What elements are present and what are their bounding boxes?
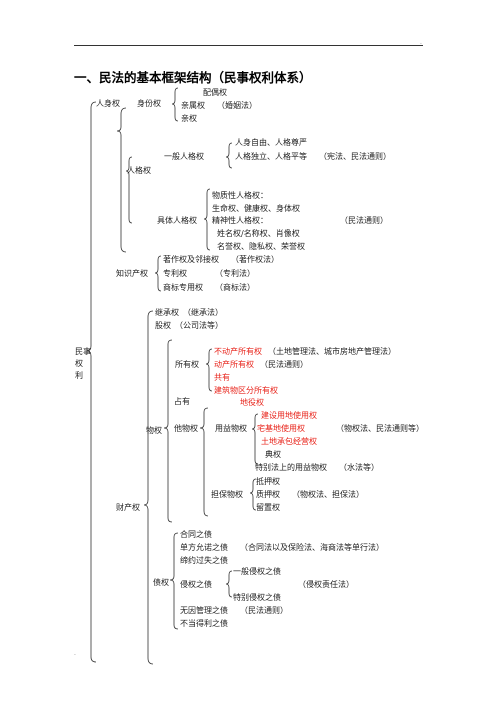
ownership-item: 共有 [214,373,230,382]
identity-label: 身份权 [137,99,161,108]
header-rule [74,45,423,46]
identity-bracket [171,87,179,122]
tort-item: 特别侵权之债 [233,593,281,602]
other-bracket [199,407,209,517]
root-bracket [86,101,97,663]
specific-item: 精神性人格权： [212,216,268,225]
ownership-item: 不动产所有权 [214,347,262,356]
corner-mark: . [420,39,422,46]
ownership-item: 建筑物区分所有权 [214,386,278,395]
specific-bracket [203,188,211,251]
ip-label: 知识产权 [116,269,148,278]
claims-item: 缔约过失之债 [180,556,228,565]
tort-law: （侵权责任法） [298,580,354,589]
usufruct-bracket [251,413,259,465]
specific-item: 生命权、健康权、身体权 [212,204,300,213]
security-item: 抵押权 [256,477,280,486]
ip-item: 著作权及邻接权 （著作权法） [163,255,279,264]
personal-label: 人身权 [96,99,120,108]
claims-item: 无因管理之债 （民法通则） [180,606,288,615]
root-label-2: 权 [75,359,83,368]
general-item: 人身自由、人格尊严 [235,138,307,147]
real-bracket [163,339,173,523]
ownership-item: 动产所有权 [214,360,254,369]
claims-label: 债权 [153,578,169,587]
identity-item: 配偶权 [203,88,227,97]
root-label-3: 利 [75,371,83,380]
ip-item: 专利权 （专利法） [163,269,255,278]
ownership-label: 所有权 [175,360,199,369]
tort-bracket [225,570,233,598]
personal-bracket [116,107,127,253]
tort-label: 侵权之债 [180,580,212,589]
usufruct-law: （物权法、民法通则等） [336,424,424,433]
possession-item: 占有 [174,397,190,406]
personality-label: 人格权 [127,166,151,175]
security-item: 质押权 （物权法、担保法） [256,490,364,499]
specific-label: 具体人格权 [157,216,197,225]
servitude-item: 地役权 [240,398,264,407]
claims-item: 单方允诺之债 （合同法以及保险法、海商法等单行法） [180,543,384,552]
ownership-law: （土地管理法、城市房地产管理法） [268,347,396,356]
claims-item: 合同之债 [180,530,212,539]
usufruct-item: 土地承包经营权 [261,437,317,446]
inheritance-item: 继承权 （继承法） [155,308,223,317]
usufruct-item: 宅基地使用权 [257,424,305,433]
specific-item: 名誉权、隐私权、荣誉权 [217,242,305,251]
property-label: 财产权 [116,503,140,512]
page-title: 一、民法的基本框架结构（民事权利体系） [74,70,312,85]
ip-item: 商标专用权 （商标法） [163,283,255,292]
real-label: 物权 [146,426,162,435]
specific-item: 姓名权/名称权、肖像权 [217,229,300,238]
claims-item: 不当得利之债 [180,619,228,628]
root-label-1: 民事 [75,347,91,356]
usufruct-item: 典权 [265,450,281,459]
special-usufruct: 特别法上的用益物权 （水法等） [255,463,379,472]
property-bracket [143,310,154,665]
tort-item: 一般侵权之债 [233,567,281,576]
identity-item: 亲属权 （婚姻法） [181,101,257,110]
security-bracket [249,478,257,511]
specific-item: 物质性人格权： [212,191,268,200]
identity-item: 亲权 [181,114,197,123]
usufruct-item: 建设用地使用权 [261,411,317,420]
general-item: 人格独立、人格平等 （宪法、民法通则） [235,152,391,161]
other-label: 他物权 [174,424,198,433]
usufruct-label: 用益物权 [215,424,247,433]
ip-bracket [154,255,162,292]
general-label: 一般人格权 [164,152,204,161]
personality-bracket [125,156,133,224]
equity-item: 股权 （公司法等） [155,321,223,330]
general-bracket [225,142,233,169]
security-item: 留置权 [256,503,280,512]
security-label: 担保物权 [211,490,243,499]
specific-law: （民法通则） [340,216,388,225]
ownership-bracket [205,348,213,392]
ownership-law: （民法通则） [260,360,308,369]
corner-mark: . [74,650,76,657]
claims-bracket [169,532,179,630]
